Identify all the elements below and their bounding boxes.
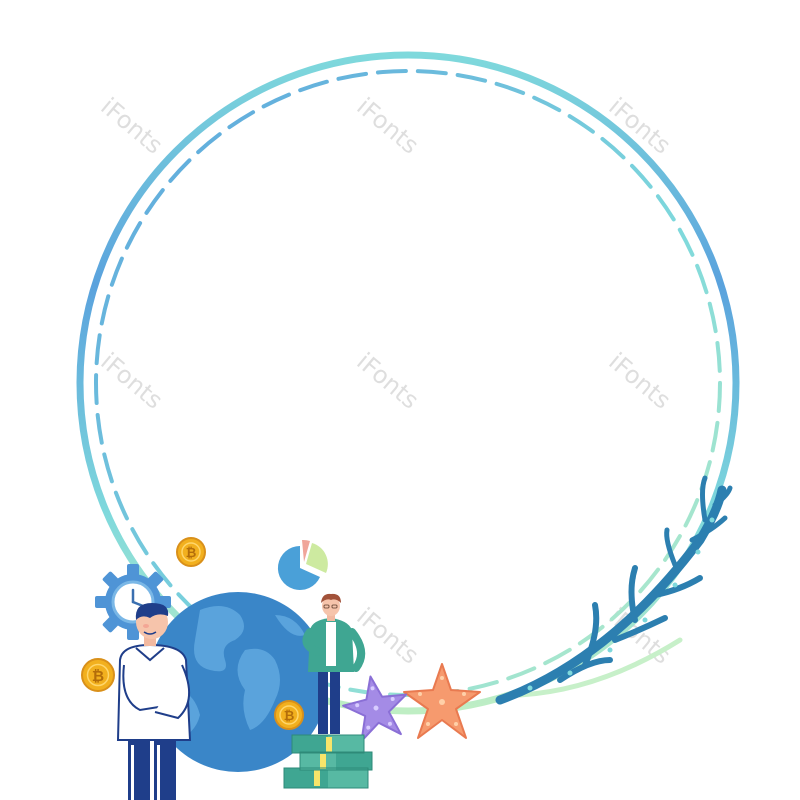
- starfish-icon: [342, 675, 408, 743]
- bitcoin-coin-icon: ₿: [274, 700, 304, 730]
- money-stack-icon: [283, 734, 373, 789]
- person-icon: [302, 593, 366, 734]
- svg-text:₿: ₿: [284, 709, 295, 724]
- person-icon: [116, 603, 192, 800]
- bitcoin-coin-icon: ₿: [176, 537, 206, 567]
- pie-chart-icon: [277, 539, 328, 590]
- starfish-icon: [403, 663, 481, 739]
- bitcoin-coin-icon: ₿: [81, 658, 115, 692]
- svg-text:₿: ₿: [186, 546, 197, 561]
- coral-icon: [495, 475, 733, 705]
- svg-text:₿: ₿: [92, 667, 104, 685]
